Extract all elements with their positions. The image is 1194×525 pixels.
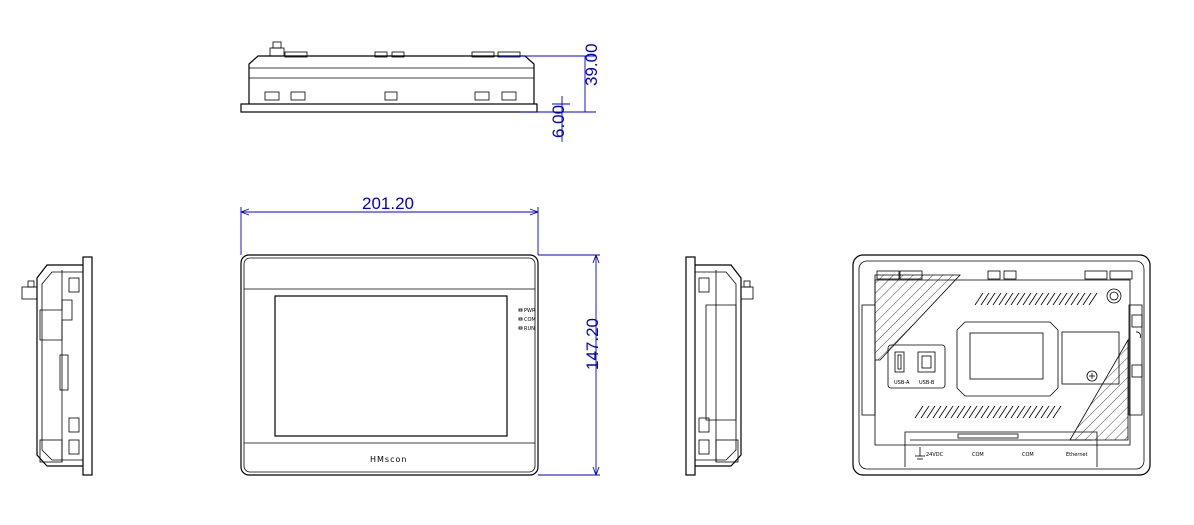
- terminal-com-label-1: COM: [972, 452, 984, 458]
- led-pwr-label: PWR: [524, 308, 536, 314]
- height-label: 147.20: [583, 318, 602, 370]
- depth-total-label: 39.00: [582, 43, 601, 86]
- dimension-width: 201.20: [240, 194, 539, 255]
- front-bezel: [240, 254, 539, 476]
- terminal-24vdc-label: 24VDC: [926, 452, 944, 458]
- status-leds: PWR COM RUN: [518, 308, 536, 332]
- usb-b-label: USB-B: [919, 380, 935, 386]
- led-com-label: COM: [524, 317, 536, 323]
- battery-cover: [1061, 331, 1120, 385]
- left-side-bezel: [82, 256, 93, 476]
- usb-port-block: [887, 344, 946, 389]
- top-view-bezel: [240, 103, 538, 113]
- right-side-view: [685, 256, 754, 476]
- dimension-height: 147.20: [538, 254, 602, 476]
- terminal-com-label-2: COM: [1022, 452, 1034, 458]
- rear-view: USB-A USB-B 24VDC COM COM Ethernet: [852, 254, 1151, 476]
- bezel-depth-label: 6.00: [549, 105, 568, 138]
- brand-logo: HMscon: [370, 455, 407, 464]
- usb-a-label: USB-A: [894, 380, 910, 386]
- top-view: [240, 41, 538, 113]
- front-view: PWR COM RUN HMscon: [240, 254, 539, 476]
- dimension-depth: 39.00 6.00: [500, 43, 601, 142]
- terminal-ethernet-label: Ethernet: [1066, 452, 1088, 458]
- led-run-label: RUN: [524, 326, 535, 332]
- width-label: 201.20: [362, 194, 414, 213]
- rear-outline: [852, 254, 1151, 476]
- label-plate: [956, 321, 1059, 397]
- left-side-view: [21, 256, 93, 476]
- top-view-body: [248, 55, 535, 104]
- right-side-bezel: [685, 256, 696, 476]
- screen: [274, 295, 508, 437]
